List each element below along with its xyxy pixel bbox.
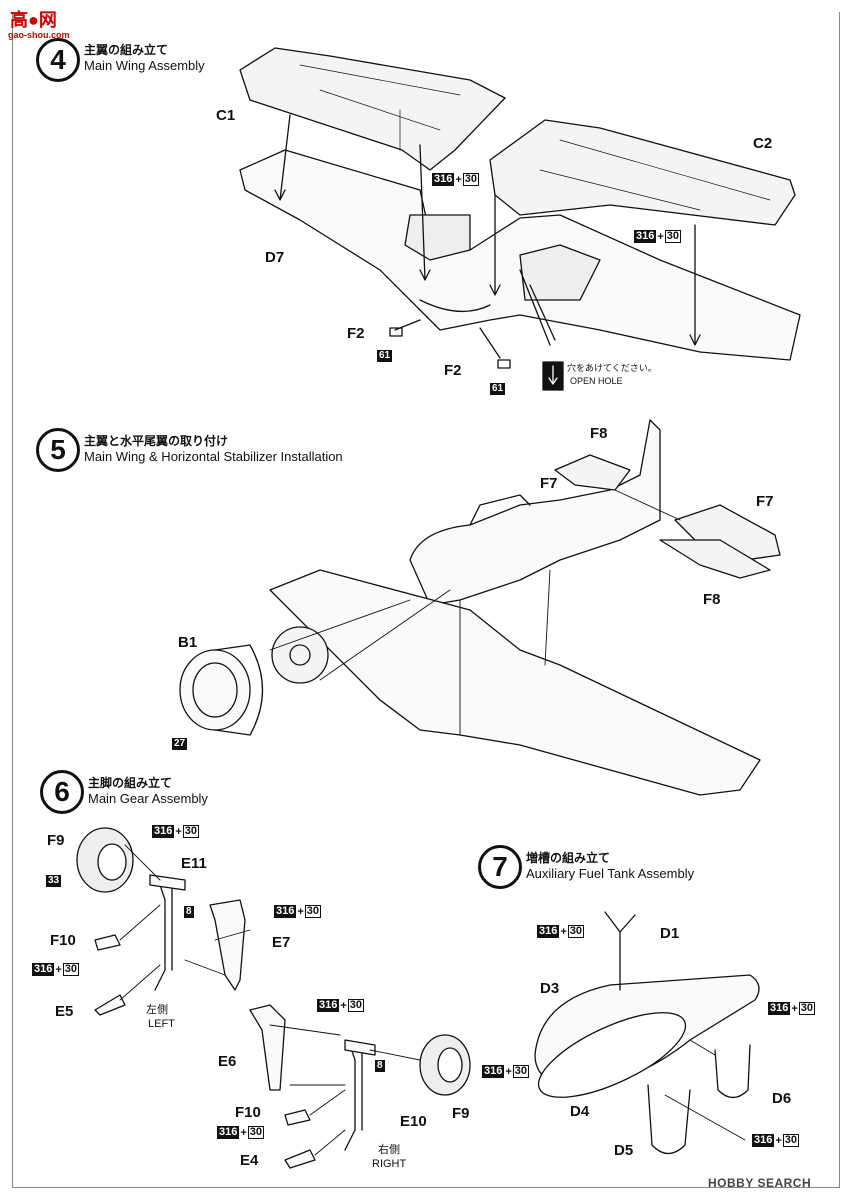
left-side-ja: 左側: [146, 1004, 168, 1016]
part-label-e5: E5: [55, 1003, 74, 1020]
part-label-f8-bottom: F8: [703, 591, 721, 608]
step-title-en-7: Auxiliary Fuel Tank Assembly: [526, 866, 695, 881]
paint-code-4b: 316+30: [634, 230, 682, 243]
paint-code-7a: 316+30: [537, 925, 585, 938]
part-f10-left: [94, 934, 121, 951]
tag-8-left: 8: [184, 906, 194, 918]
part-f10-right: [284, 1109, 311, 1126]
part-label-b1: B1: [178, 634, 198, 651]
part-f2-right: [497, 359, 511, 369]
part-label-f9-right: F9: [452, 1105, 470, 1122]
step-number-7: 7: [478, 845, 522, 889]
cowling-b1: [179, 649, 251, 731]
part-f2-left: [389, 327, 403, 337]
wing-part-c1: [239, 47, 506, 171]
right-side-en: RIGHT: [372, 1158, 407, 1170]
part-e4: [284, 1149, 316, 1169]
part-label-f10-left: F10: [50, 932, 76, 949]
arrow: [689, 224, 701, 346]
left-side-en: LEFT: [148, 1018, 175, 1030]
part-label-f10-right: F10: [235, 1104, 261, 1121]
strut-right: [344, 1044, 363, 1151]
tag-8-right: 8: [375, 1060, 385, 1072]
part-label-e7: E7: [272, 934, 291, 951]
strut-left: [154, 884, 173, 991]
step-title-ja-6: 主脚の組み立て: [88, 776, 173, 790]
step-title-en-5: Main Wing & Horizontal Stabilizer Instal…: [84, 449, 343, 464]
part-label-f8-top: F8: [590, 425, 608, 442]
part-label-d5: D5: [614, 1142, 634, 1159]
right-side-ja: 右側: [378, 1144, 400, 1156]
paint-code-7c: 316+30: [752, 1134, 800, 1147]
stabilizer-left: [554, 454, 631, 491]
paint-code-6b: 316+30: [274, 905, 322, 918]
step-title-en-4: Main Wing Assembly: [84, 58, 205, 73]
step-title-ja-5: 主翼と水平尾翼の取り付け: [84, 434, 229, 448]
part-label-d4: D4: [570, 1103, 590, 1120]
step-title-en-6: Main Gear Assembly: [88, 791, 208, 806]
page-frame: [12, 12, 840, 1188]
part-label-c2: C2: [753, 135, 773, 152]
footer-logo: HOBBY SEARCH: [708, 1176, 812, 1190]
arrow: [489, 194, 501, 296]
part-label-c1: C1: [216, 107, 236, 124]
part-label-d6: D6: [772, 1090, 792, 1107]
strap-d6: [714, 1044, 751, 1099]
tag-33: 33: [46, 875, 62, 887]
step-number-5: 5: [36, 428, 80, 472]
door-e7: [209, 899, 246, 991]
part-label-d3: D3: [540, 980, 560, 997]
part-label-e11: E11: [181, 855, 207, 872]
part-label-e4: E4: [240, 1152, 259, 1169]
main-wing: [269, 569, 761, 796]
fuselage: [409, 419, 661, 606]
step-title-ja-4: 主翼の組み立て: [84, 43, 169, 57]
engine: [271, 626, 329, 684]
part-label-f7-left: F7: [540, 475, 558, 492]
part-label-f9-left: F9: [47, 832, 65, 849]
step-number-6: 6: [40, 770, 84, 814]
step-title-ja-7: 増槽の組み立て: [526, 851, 611, 865]
paint-code-6d: 316+30: [317, 999, 365, 1012]
paint-code-4a: 316+30: [432, 173, 480, 186]
part-label-d7: D7: [265, 249, 285, 266]
strap-d5: [647, 1084, 691, 1155]
paint-code-6e: 316+30: [482, 1065, 530, 1078]
part-label-e6: E6: [218, 1053, 237, 1070]
part-d1: [604, 911, 636, 991]
arrow: [274, 114, 291, 201]
paint-code-6c: 316+30: [32, 963, 80, 976]
part-label-f7-right: F7: [756, 493, 774, 510]
watermark-url: gao-shou.com: [8, 30, 70, 40]
wing-part-c2: [489, 119, 796, 226]
part-label-f2-left: F2: [347, 325, 365, 342]
door-e6: [249, 1004, 286, 1091]
part-e5: [94, 994, 126, 1016]
fuel-tank-half-d4: [537, 1012, 687, 1098]
step-number-4: 4: [36, 38, 80, 82]
tag-27: 27: [172, 738, 188, 750]
arrow: [419, 144, 431, 281]
watermark-logo: 高●网: [10, 10, 57, 30]
paint-code-6a: 316+30: [152, 825, 200, 838]
part-label-d1: D1: [660, 925, 680, 942]
tag-61-right: 61: [490, 383, 506, 395]
open-hole-ja: 穴をあけてください。: [567, 363, 657, 373]
tag-61-left: 61: [377, 350, 393, 362]
open-hole-en: OPEN HOLE: [570, 376, 623, 386]
part-label-e10: E10: [400, 1113, 427, 1130]
part-label-f2-right: F2: [444, 362, 462, 379]
paint-code-6f: 316+30: [217, 1126, 265, 1139]
paint-code-7b: 316+30: [768, 1002, 816, 1015]
